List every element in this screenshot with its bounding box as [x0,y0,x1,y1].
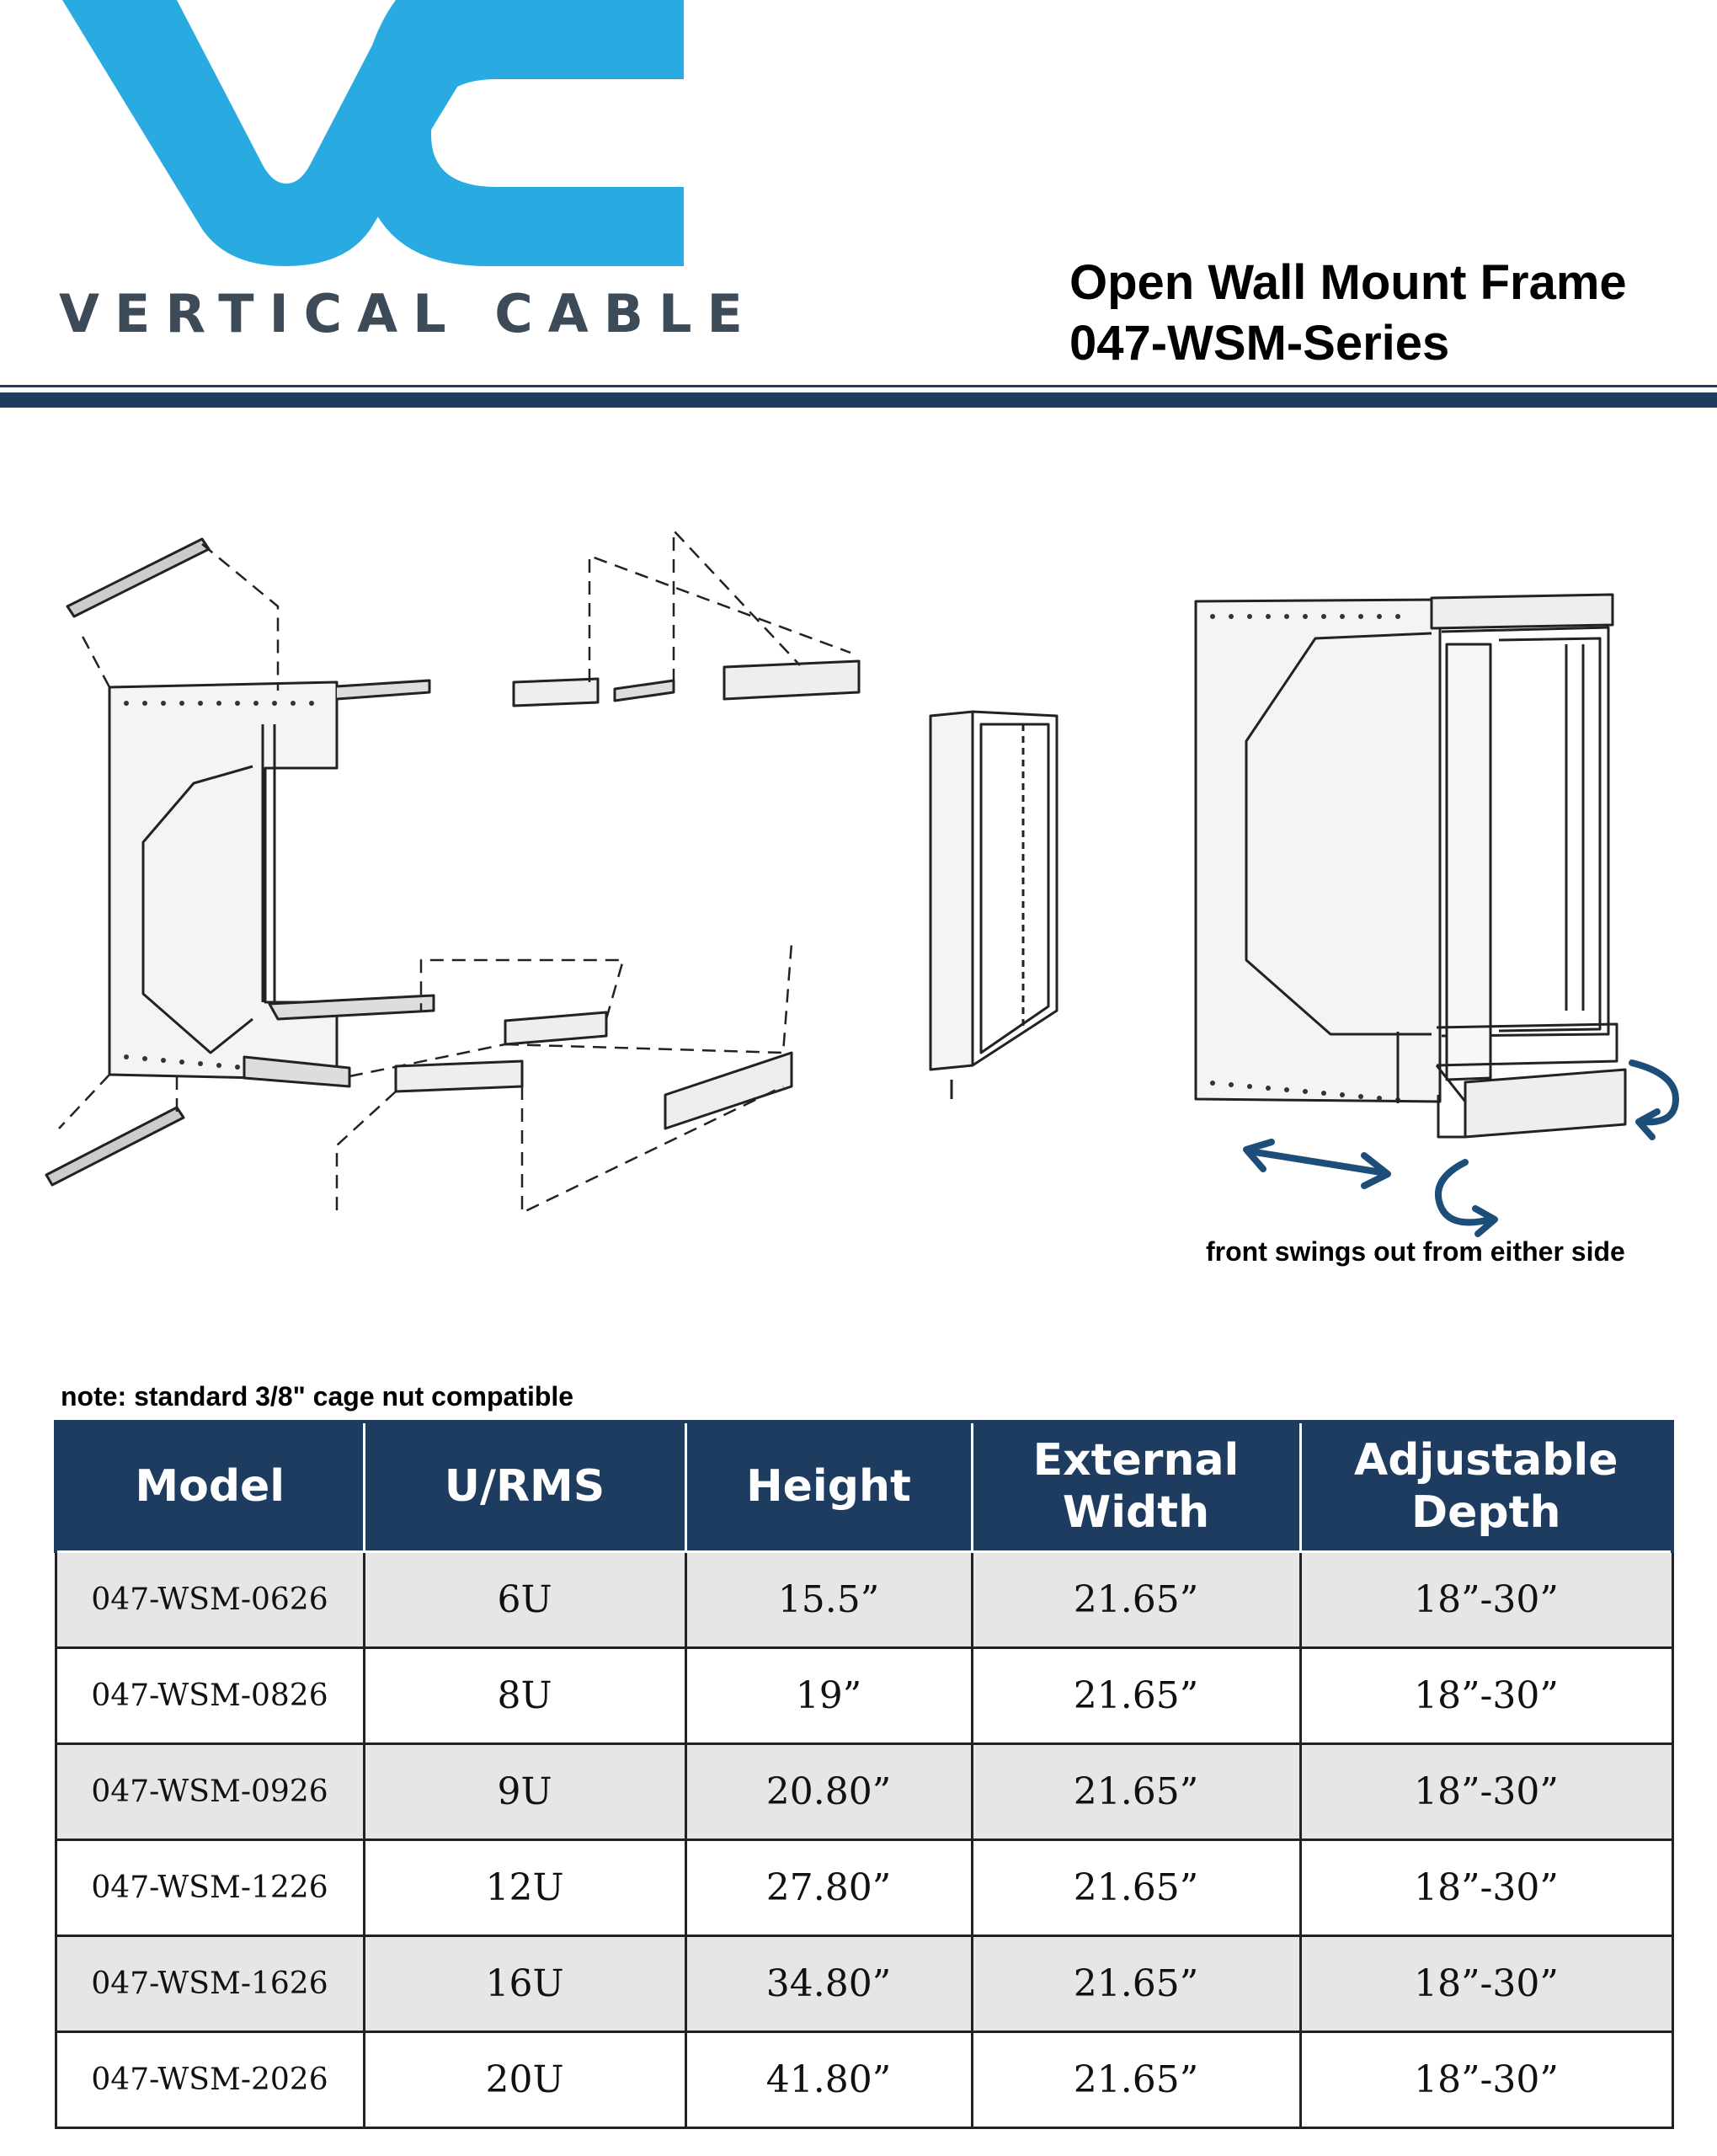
cell-urms: 8U [362,1646,687,1745]
assembly-guides [58,529,851,1214]
diagram-caption: front swings out from either side [1206,1236,1625,1267]
cell-depth: 18”-30” [1298,2030,1674,2129]
exploded-rails [45,537,861,1187]
header-divider-thick [0,392,1717,408]
table-row: 047-WSM-0826 8U 19” 21.65” 18”-30” [54,1646,1674,1745]
cell-height: 41.80” [684,2030,973,2129]
cell-model: 047-WSM-0826 [54,1646,365,1745]
cell-height: 20.80” [684,1742,973,1841]
table-row: 047-WSM-0626 6U 15.5” 21.65” 18”-30” [54,1550,1674,1649]
cell-width: 21.65” [970,2030,1302,2129]
header-divider-thin [0,385,1717,387]
assembly-diagram [0,472,1717,1297]
cell-height: 15.5” [684,1550,973,1649]
cell-width: 21.65” [970,1934,1302,2033]
cell-width: 21.65” [970,1742,1302,1841]
title-line-2: 047-WSM-Series [1069,316,1450,371]
cell-depth: 18”-30” [1298,1742,1674,1841]
document-title: Open Wall Mount Frame 047-WSM-Series [1069,253,1627,374]
cell-width: 21.65” [970,1550,1302,1649]
compatibility-note: note: standard 3/8" cage nut compatible [61,1381,574,1412]
cell-urms: 9U [362,1742,687,1841]
brand-name: VERTICAL CABLE [59,283,758,344]
cell-depth: 18”-30” [1298,1838,1674,1937]
assembled-frame [1194,593,1627,1139]
table-row: 047-WSM-0926 9U 20.80” 21.65” 18”-30” [54,1742,1674,1841]
swing-direction-arrows [1243,1059,1679,1237]
cell-urms: 12U [362,1838,687,1937]
cell-height: 34.80” [684,1934,973,2033]
cell-width: 21.65” [970,1646,1302,1745]
vc-logo-mark [62,0,684,266]
cell-urms: 20U [362,2030,687,2129]
cell-height: 27.80” [684,1838,973,1937]
cell-depth: 18”-30” [1298,1646,1674,1745]
column-header-model: Model [54,1420,365,1553]
exploded-side-panel [108,679,435,1081]
logo-letter-c [359,0,684,266]
title-line-1: Open Wall Mount Frame [1069,255,1627,310]
cell-depth: 18”-30” [1298,1934,1674,2033]
column-header-height: Height [684,1420,973,1553]
table-row: 047-WSM-2026 20U 41.80” 21.65” 18”-30” [54,2030,1674,2129]
cell-urms: 6U [362,1550,687,1649]
table-row: 047-WSM-1226 12U 27.80” 21.65” 18”-30” [54,1838,1674,1937]
cell-model: 047-WSM-1226 [54,1838,365,1937]
cell-model: 047-WSM-0926 [54,1742,365,1841]
swing-frame-side-view [929,710,1058,1099]
cell-model: 047-WSM-0626 [54,1550,365,1649]
cell-model: 047-WSM-2026 [54,2030,365,2129]
cell-depth: 18”-30” [1298,1550,1674,1649]
cell-height: 19” [684,1646,973,1745]
column-header-urms: U/RMS [362,1420,687,1553]
cell-urms: 16U [362,1934,687,2033]
table-row: 047-WSM-1626 16U 34.80” 21.65” 18”-30” [54,1934,1674,2033]
cell-width: 21.65” [970,1838,1302,1937]
brand-logo [56,0,696,354]
cell-model: 047-WSM-1626 [54,1934,365,2033]
